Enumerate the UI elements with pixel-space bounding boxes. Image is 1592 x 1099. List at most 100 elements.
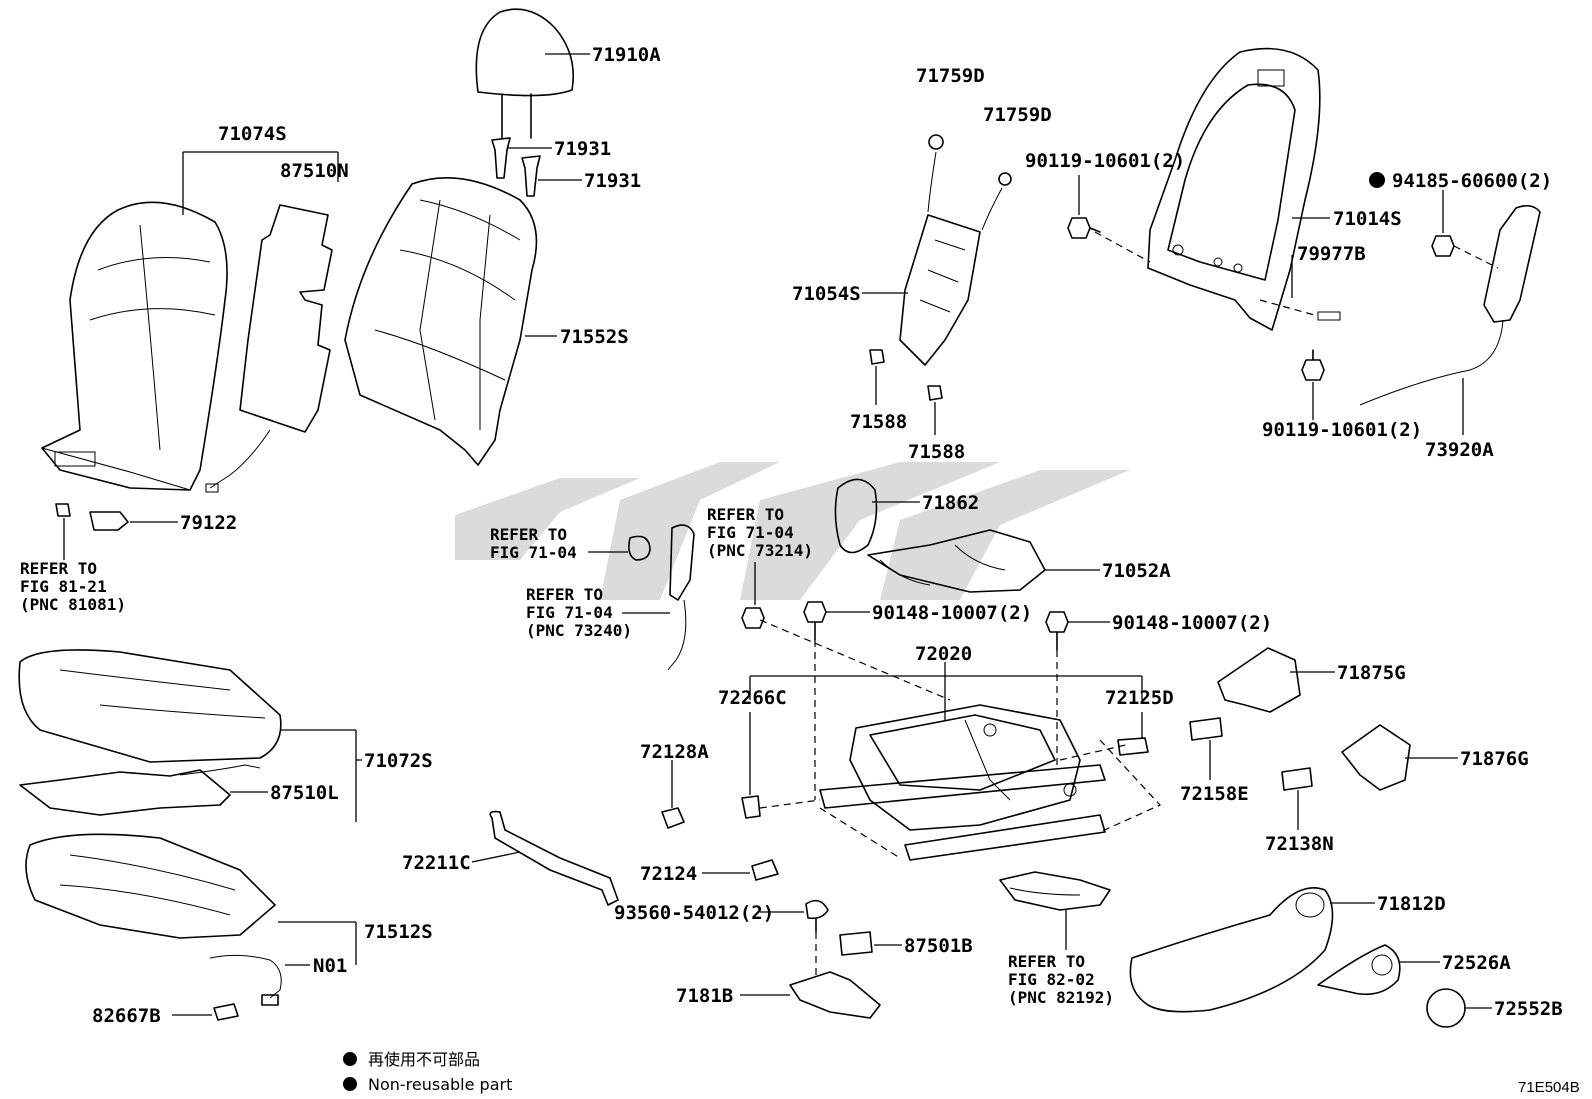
- rod-72211C: 72211C: [402, 810, 619, 906]
- label-72128A: 72128A: [640, 741, 709, 763]
- clip-72124: 72124: [640, 859, 779, 885]
- label-71812D: 71812D: [1377, 893, 1446, 915]
- label-71876G: 71876G: [1460, 748, 1529, 770]
- refer-71-04-b-line2: FIG 71-04: [707, 523, 794, 542]
- label-71931-a: 71931: [554, 138, 611, 160]
- label-72526A: 72526A: [1442, 952, 1511, 974]
- label-71875G: 71875G: [1337, 662, 1406, 684]
- lumbar-support-71054S: 71759D 71759D 71054S 71588 71588: [792, 65, 1052, 463]
- label-72020: 72020: [915, 643, 972, 665]
- refer-82-02-line1: REFER TO: [1008, 952, 1085, 971]
- refer-82-02-line3: (PNC 82192): [1008, 988, 1114, 1007]
- refer-71-04-c-line2: FIG 71-04: [526, 603, 613, 622]
- bolt-90148-10007: 90148-10007(2) 90148-10007(2): [803, 601, 1272, 651]
- refer-fig-81-21: REFER TO FIG 81-21 (PNC 81081): [20, 559, 126, 614]
- label-72552B: 72552B: [1494, 998, 1563, 1020]
- cover-72138N: 72138N: [1265, 767, 1334, 855]
- bolt-90119-10601: 90119-10601(2) 90119-10601(2): [1025, 150, 1422, 441]
- seat-cushion-pad-71512S: 71512S: [25, 833, 433, 965]
- clip-72266C: 72266C: [718, 687, 787, 819]
- refer-71-04-b-line3: (PNC 73214): [707, 541, 813, 560]
- label-72124: 72124: [640, 863, 697, 885]
- label-71910A: 71910A: [592, 44, 661, 66]
- legend-jp: 再使用不可部品: [368, 1050, 480, 1069]
- refer-71-04-a-line1: REFER TO: [490, 525, 567, 544]
- label-72138N: 72138N: [1265, 833, 1334, 855]
- refer-81-21-line2: FIG 81-21: [20, 577, 107, 596]
- label-73920A: 73920A: [1425, 439, 1494, 461]
- cover-71876G: 71876G: [1341, 724, 1529, 791]
- label-71931-b: 71931: [584, 170, 641, 192]
- label-79122: 79122: [180, 512, 237, 534]
- switch-73214: REFER TO FIG 71-04 (PNC 73214): [667, 505, 813, 671]
- label-71054S: 71054S: [792, 283, 861, 305]
- label-71862: 71862: [922, 492, 979, 514]
- label-93560: 93560-54012(2): [614, 902, 774, 924]
- screw-93560: 93560-54012(2): [614, 899, 829, 975]
- refer-71-04-a-line2: FIG 71-04: [490, 543, 577, 562]
- watermark-logo: [455, 462, 1130, 600]
- wire-N01: N01: [209, 954, 347, 1006]
- non-reusable-marker: [1369, 172, 1385, 188]
- label-71072S: 71072S: [364, 750, 433, 772]
- cap-72552B: 72552B: [1426, 988, 1563, 1028]
- label-71588-b: 71588: [908, 441, 965, 463]
- legend-marker-jp: [343, 1052, 357, 1066]
- cover-71862: 71862: [834, 478, 979, 554]
- figure-code: 71E504B: [1518, 1079, 1580, 1096]
- clip-82667B: 82667B: [92, 1003, 239, 1027]
- airbag-73920A: 73920A 94185-60600(2): [1359, 170, 1552, 461]
- headrest-guides-71931: 71931 71931: [491, 137, 641, 197]
- label-90148-a: 90148-10007(2): [872, 602, 1032, 624]
- switch-87501B: 87501B: [839, 931, 973, 957]
- seat-cushion-cover-71072S: 71072S: [18, 649, 433, 822]
- label-79977B: 79977B: [1297, 243, 1366, 265]
- shield-71812D: 71812D: [1129, 886, 1446, 1013]
- cushion-heater-87510L: 87510L: [19, 764, 339, 816]
- label-82667B: 82667B: [92, 1005, 161, 1027]
- label-72266C: 72266C: [718, 687, 787, 709]
- connector-79122: 79122: [55, 503, 237, 560]
- seatback-heater-87510N: 87510N: [205, 160, 349, 493]
- cover-72158E: 72158E: [1180, 717, 1249, 805]
- seatback-pad-71552S: 71552S: [344, 176, 629, 466]
- harness-82192: REFER TO FIG 82-02 (PNC 82192): [999, 871, 1114, 1007]
- refer-81-21-line3: (PNC 81081): [20, 595, 126, 614]
- label-90148-b: 90148-10007(2): [1112, 612, 1272, 634]
- cover-72526A: 72526A: [1317, 944, 1511, 996]
- legend: 再使用不可部品 Non-reusable part: [343, 1050, 512, 1094]
- cover-71875G: 71875G: [1217, 647, 1406, 713]
- refer-71-04-c-line3: (PNC 73240): [526, 621, 632, 640]
- label-72211C: 72211C: [402, 852, 471, 874]
- label-87501B: 87501B: [904, 935, 973, 957]
- refer-fig-71-04-c: REFER TO FIG 71-04 (PNC 73240): [526, 585, 670, 640]
- harness-71052A: 71052A: [867, 529, 1171, 593]
- refer-71-04-c-line1: REFER TO: [526, 585, 603, 604]
- seatback-frame-71014S: 71014S 79977B: [1094, 47, 1402, 331]
- label-71552S: 71552S: [560, 326, 629, 348]
- bracket-7181B: 7181B: [676, 971, 881, 1019]
- label-71014S: 71014S: [1333, 208, 1402, 230]
- seat-adjuster-72020: 72020: [749, 619, 1162, 861]
- label-7181B: 7181B: [676, 985, 733, 1007]
- label-72158E: 72158E: [1180, 783, 1249, 805]
- headrest-71910A: 71910A: [475, 8, 661, 139]
- label-71759D-b: 71759D: [983, 104, 1052, 126]
- label-90119-b: 90119-10601(2): [1262, 419, 1422, 441]
- refer-82-02-line2: FIG 82-02: [1008, 970, 1095, 989]
- refer-71-04-b-line1: REFER TO: [707, 505, 784, 524]
- label-90119-a: 90119-10601(2): [1025, 150, 1185, 172]
- refer-81-21-line1: REFER TO: [20, 559, 97, 578]
- legend-en: Non-reusable part: [368, 1075, 512, 1094]
- refer-fig-71-04-a: REFER TO FIG 71-04: [490, 525, 651, 562]
- label-71759D-a: 71759D: [916, 65, 985, 87]
- label-71074S: 71074S: [218, 123, 287, 145]
- label-N01: N01: [313, 955, 347, 977]
- label-94185: 94185-60600(2): [1392, 170, 1552, 192]
- clip-72125D: 72125D: [1105, 687, 1174, 756]
- label-72125D: 72125D: [1105, 687, 1174, 709]
- seatback-cover-71074S: 71074S: [41, 123, 339, 491]
- label-71052A: 71052A: [1102, 560, 1171, 582]
- clip-72128A: 72128A: [640, 741, 709, 829]
